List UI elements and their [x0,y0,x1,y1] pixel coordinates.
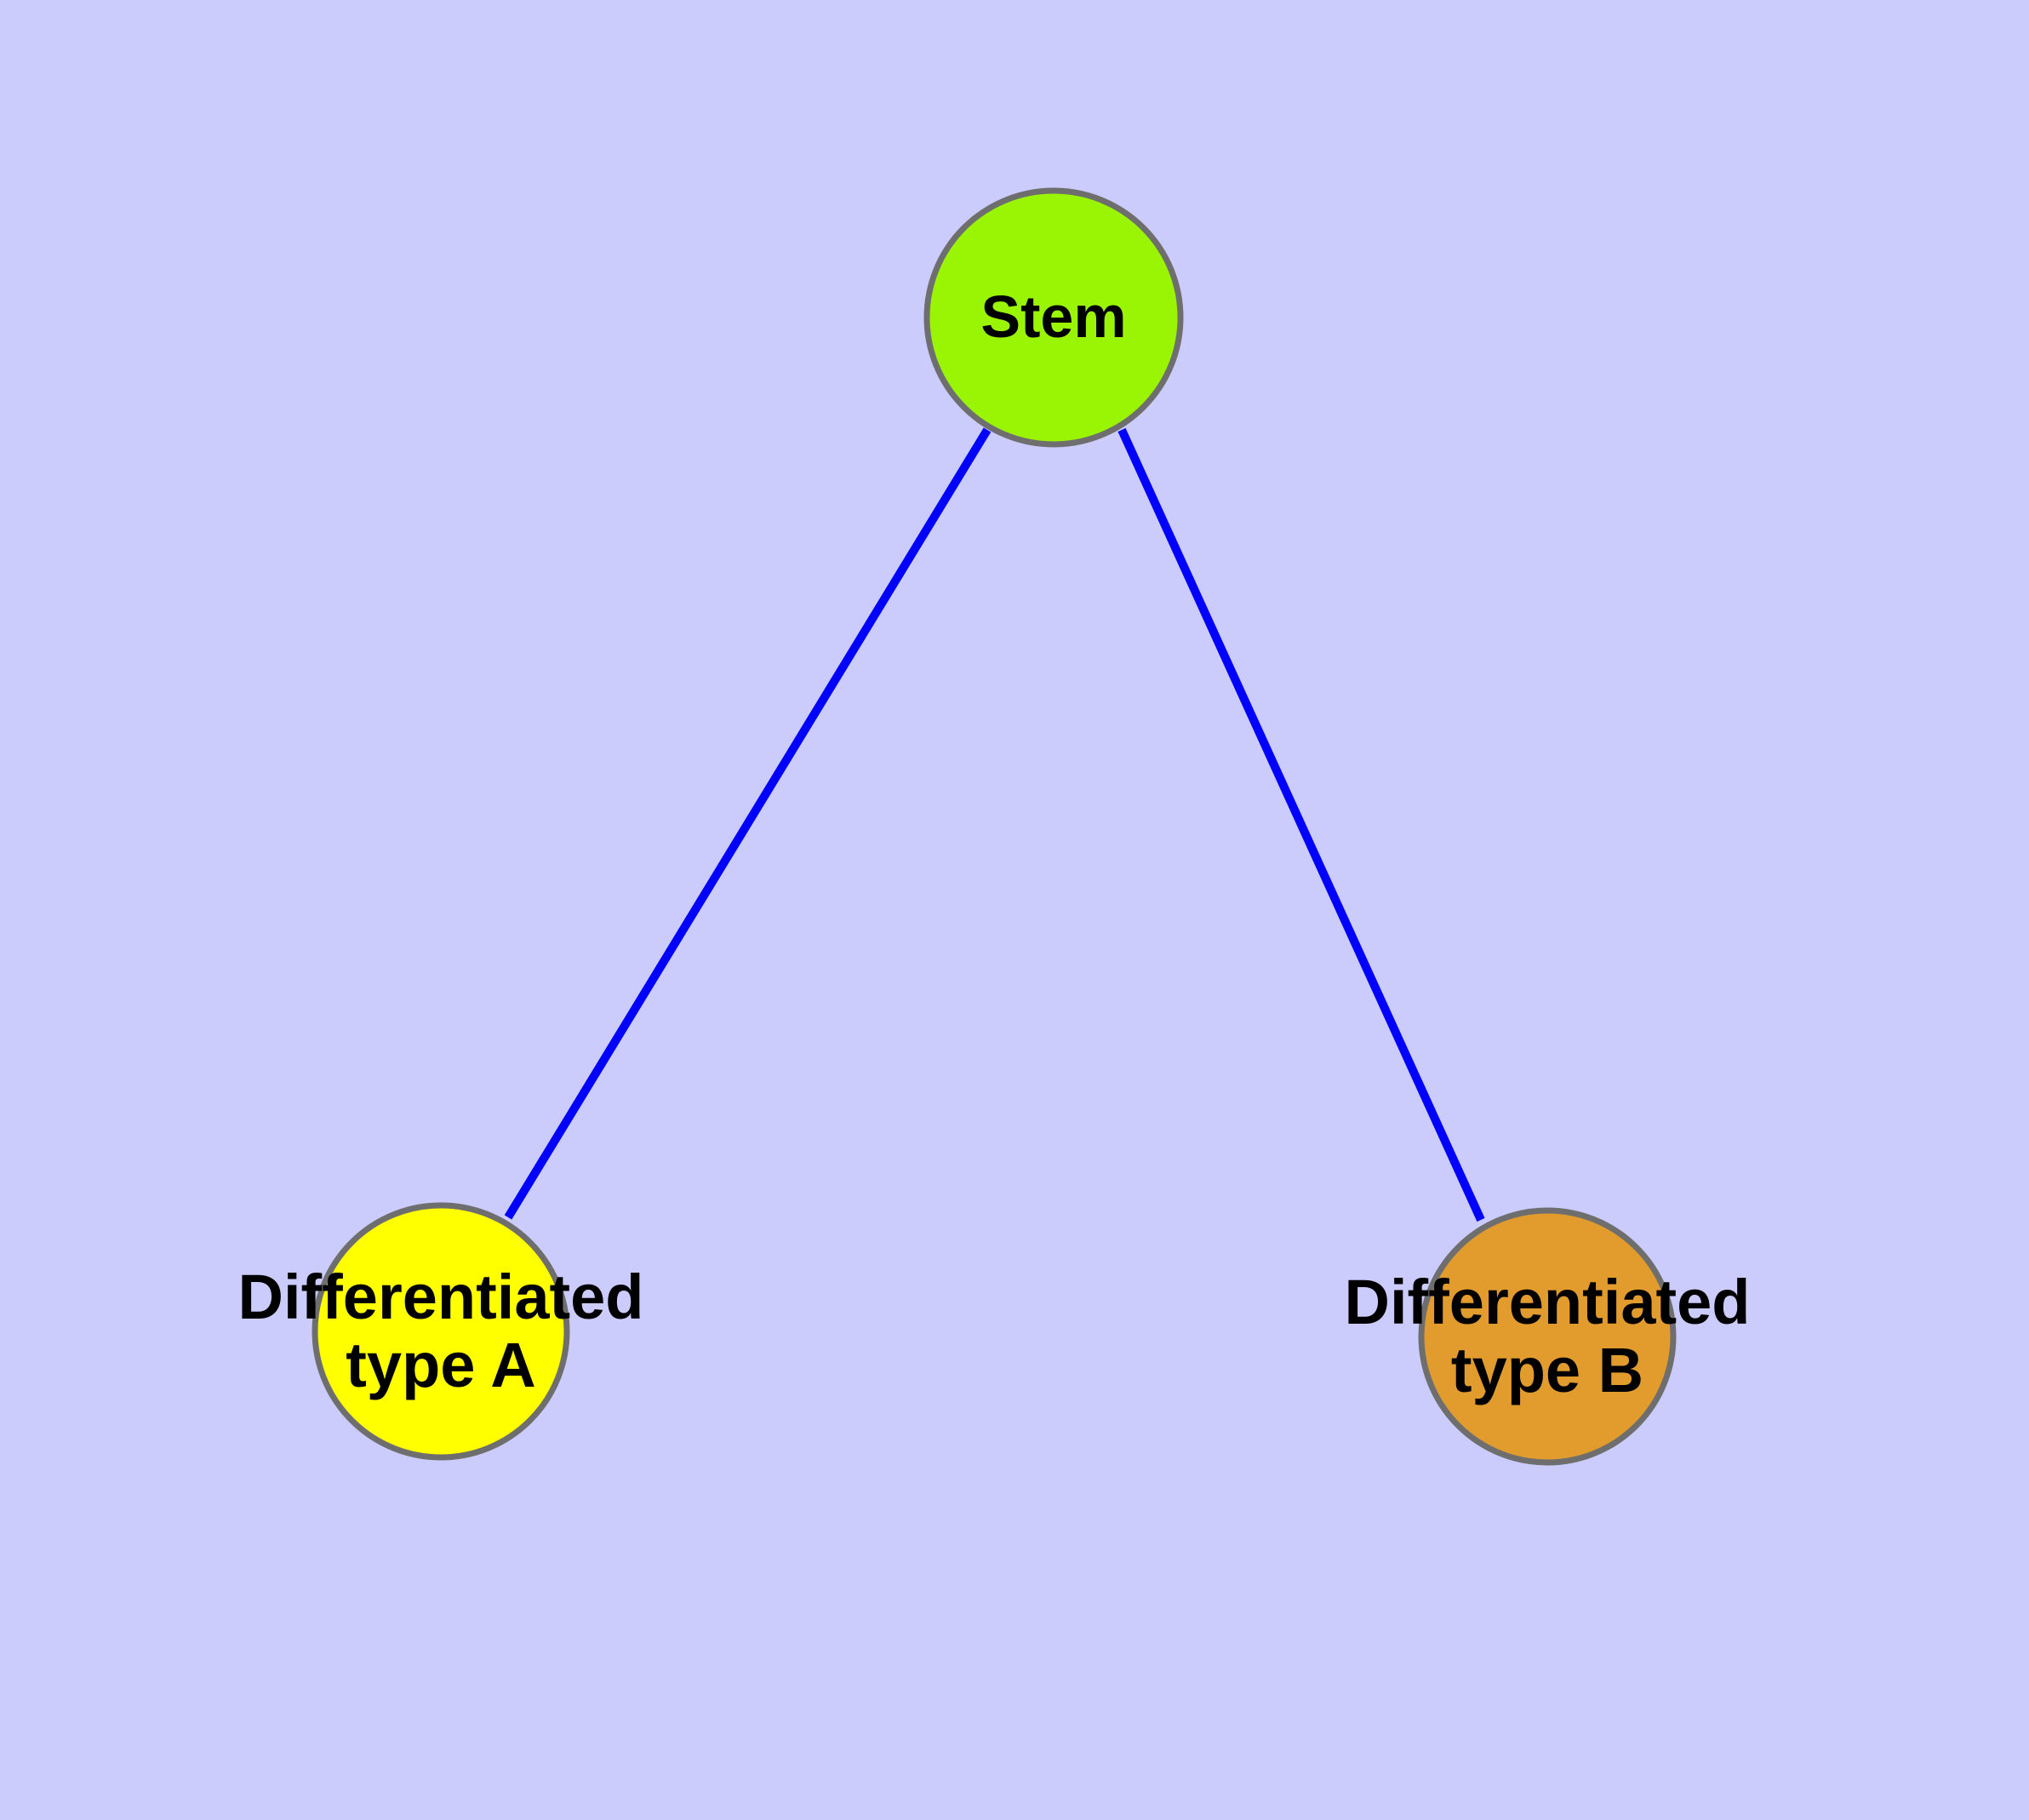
node-diff-a[interactable] [311,1202,570,1461]
node-diff-b[interactable] [1418,1207,1677,1466]
edge-layer [504,427,1485,1222]
edge-stem-to-diff-b[interactable] [1117,427,1485,1222]
edge-stem-to-diff-a[interactable] [504,427,992,1220]
node-layer [311,187,1677,1466]
node-stem[interactable] [923,187,1184,448]
